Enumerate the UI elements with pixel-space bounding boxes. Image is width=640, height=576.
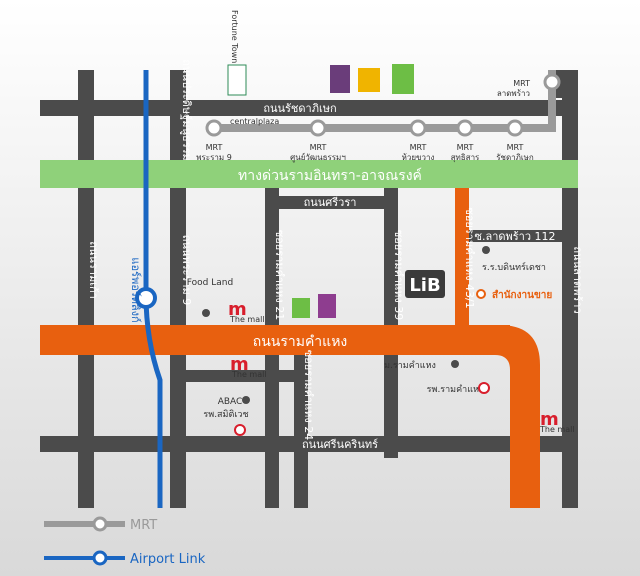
lib-logo-box <box>405 270 445 298</box>
mrt-code-ratchada: MRT <box>507 143 524 152</box>
robinson-logo-icon <box>392 64 414 94</box>
road-ramkhamhaeng-39 <box>384 188 398 458</box>
mrt-name-ratchada: รัชดาภิเษก <box>496 153 534 162</box>
the-mall-logo-2-icon: m <box>230 354 249 375</box>
mrt-station-lat-phrao[interactable] <box>543 73 561 91</box>
label-the-mall-2: The mall <box>231 370 267 379</box>
abac-marker <box>242 396 250 404</box>
label-ratchadaphisek: ถนนรัชดาภิเษก <box>263 102 336 115</box>
label-ramindra-9: ถนนพระราม 9 <box>180 235 193 306</box>
mrt-name-huai-khwang: ห้วยขวาง <box>402 153 435 162</box>
mrt-code-rama9: MRT <box>206 143 223 152</box>
label-expressway: ทางด่วนรามอินทรา-อาจณรงค์ <box>238 167 422 184</box>
ramkhamhaeng-hospital-icon <box>478 382 490 394</box>
label-ramkhamhaeng-24: ซอยรามคำแหง 24 <box>302 350 315 441</box>
expressway-band <box>40 160 578 188</box>
road-ramkhamhaeng-43-1 <box>455 188 469 328</box>
road-ladprao-112 <box>455 230 575 242</box>
label-school: ร.ร.บดินทร์เดชา <box>482 261 546 273</box>
samitivej-hospital-icon <box>234 424 246 436</box>
label-rama-9-left: ถนนรามเก้า <box>87 241 100 299</box>
mrt-station-rama9[interactable] <box>205 119 223 137</box>
mrt-name-lat-phrao: ลาดพร้าว <box>497 89 530 98</box>
road-ramkhamhaeng <box>40 325 510 355</box>
label-ramkhamhaeng-univ: ม.รามคำแหง <box>384 360 436 371</box>
label-food-land: Food Land <box>187 278 233 288</box>
label-samitivej: รพ.สมิติเวช <box>203 409 248 420</box>
label-ladprao: ถนนลาดพร้าว <box>571 246 584 313</box>
mrt-name-cultural: ศูนย์วัฒนธรรมฯ <box>290 152 346 163</box>
office-marker-icon[interactable] <box>476 289 486 299</box>
label-ramkhamhaeng-43-1: ซอยรามคำแหง 43/1 <box>463 207 476 308</box>
mrt-code-lat-phrao: MRT <box>513 79 530 88</box>
the-mall-logo-3-icon: m <box>540 409 559 430</box>
legend-mrt-label: MRT <box>130 518 157 533</box>
label-abac: ABAC <box>218 397 243 407</box>
label-the-mall-3: The mall <box>539 425 575 434</box>
mrt-name-sutthisan: สุทธิสาร <box>451 153 480 162</box>
food-land-marker <box>202 309 210 317</box>
legend-mrt-station-icon <box>92 516 108 532</box>
mrt-code-cultural: MRT <box>310 143 327 152</box>
bigc-logo-icon <box>358 68 380 92</box>
label-the-mall-1: The mall <box>229 315 265 324</box>
school-marker <box>482 246 490 254</box>
road-ramkhamhaeng-curve <box>470 325 540 508</box>
label-sriwara: ถนนศรีวรา <box>304 196 357 209</box>
label-fortune-town: Fortune Town <box>230 10 239 63</box>
airport-link-station[interactable] <box>135 287 157 309</box>
label-pradit-manutham: ถนนประดิษฐ์มนูธรรม <box>180 59 193 161</box>
mrt-station-ratchadaphisek[interactable] <box>506 119 524 137</box>
legend-airport-link-station-icon <box>92 550 108 566</box>
road-sriwara <box>265 196 398 209</box>
label-central-plaza: centralplaza <box>230 117 279 126</box>
lib-logo-icon: LiB <box>409 275 440 296</box>
mrt-code-huai-khwang: MRT <box>410 143 427 152</box>
label-ladprao-112: ซ.ลาดพร้าว 112 <box>474 230 555 243</box>
mrt-station-cultural-center[interactable] <box>309 119 327 137</box>
label-ramkhamhaeng: ถนนรามคำแหง <box>253 334 348 350</box>
label-ramkhamhaeng-39: ซอยรามคำแหง 39 <box>392 230 405 321</box>
label-ramkhamhaeng-21: ซอยรามคำแหง 21 <box>273 230 286 321</box>
mrt-station-sutthisan[interactable] <box>456 119 474 137</box>
mrt-name-rama9: พระราม 9 <box>196 153 232 162</box>
tesco-logo-icon <box>227 64 247 96</box>
road-abac <box>186 370 300 382</box>
label-office: สำนักงานขาย <box>492 289 552 301</box>
bigc-small-logo-icon <box>292 298 310 318</box>
the-mall-logo-icon: m <box>228 299 247 320</box>
h-logo-icon <box>318 294 336 318</box>
road-ratchadaphisek <box>40 100 578 116</box>
legend-airport-link-label: Airport Link <box>130 552 206 567</box>
mrt-code-sutthisan: MRT <box>457 143 474 152</box>
mrt-station-huai-khwang[interactable] <box>409 119 427 137</box>
road-srinakarin <box>40 436 578 452</box>
label-airport-link-road: แอร์พอร์ตลิงก์ <box>129 257 142 322</box>
label-srinakarin: ถนนศรีนครินทร์ <box>302 438 378 451</box>
ramkhamhaeng-univ-marker <box>451 360 459 368</box>
mall-logo-icon <box>330 65 350 93</box>
label-ramkhamhaeng-hosp: รพ.รามคำแหง <box>427 384 484 395</box>
